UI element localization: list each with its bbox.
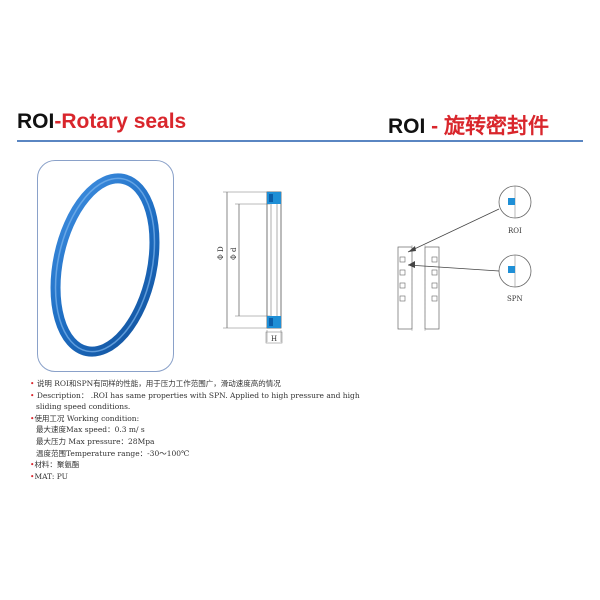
dim-inner-diameter: Φ d <box>230 247 238 260</box>
page-title-cn: ROI - 旋转密封件 <box>388 110 549 140</box>
cross-section-drawing: Φ D Φ d H <box>205 180 315 354</box>
title-name-right: - 旋转密封件 <box>425 115 550 138</box>
label-roi: ROI <box>508 227 522 235</box>
temperature-range: 温度范围Temperature range：-30～100℃ <box>36 448 190 458</box>
product-photo-frame <box>37 160 174 372</box>
title-code-left: ROI <box>17 110 55 133</box>
material-cn: •材料：聚氨酯 <box>30 460 80 470</box>
title-name-left: -Rotary seals <box>54 110 187 133</box>
dim-width: H <box>271 335 277 343</box>
max-speed: 最大速度Max speed：0.3 m/ s <box>36 425 145 435</box>
dim-outer-diameter: Φ D <box>217 246 225 260</box>
title-code-right: ROI <box>388 115 426 138</box>
material-en: •MAT: PU <box>30 471 69 481</box>
seal-ring-image <box>50 173 160 357</box>
header-divider <box>17 140 583 142</box>
installation-diagram: ROI SPN <box>370 175 560 339</box>
max-pressure: 最大压力 Max pressure：28Mpa <box>36 436 155 446</box>
desc-line-cn: • 说明 ROI和SPN有同样的性能，用于压力工作范围广，滑动速度高的情况 <box>30 379 281 388</box>
page-title-en: ROI-Rotary seals <box>17 110 186 134</box>
label-spn: SPN <box>507 295 523 303</box>
description-block: • 说明 ROI和SPN有同样的性能，用于压力工作范围广，滑动速度高的情况 • … <box>30 378 375 482</box>
desc-line-en: • Description： .ROI has same properties … <box>30 390 360 400</box>
working-condition-heading: •使用工况 Working condition: <box>30 413 140 423</box>
desc-line-en-cont: sliding speed conditions. <box>36 402 131 412</box>
